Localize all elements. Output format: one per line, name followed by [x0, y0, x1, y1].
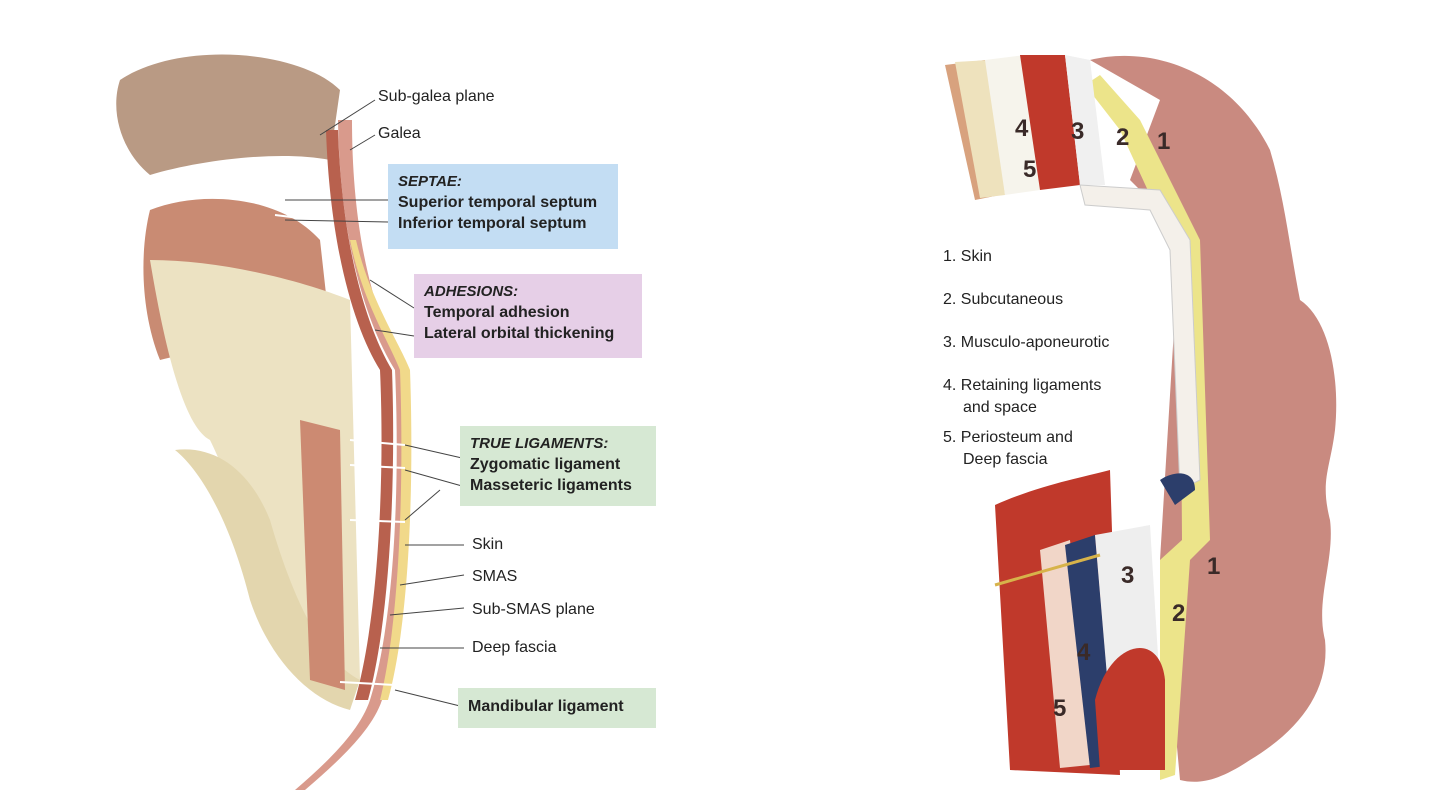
masseter-muscle	[300, 420, 345, 690]
legend-item: 1. Skin	[943, 248, 992, 265]
layers-legend: 1. Skin 2. Subcutaneous 3. Musculo-apone…	[943, 246, 1109, 471]
adhesions-item: Temporal adhesion	[424, 304, 570, 321]
legend-item-continuation: Deep fascia	[963, 451, 1048, 468]
legend-item: 5. Periosteum and	[943, 429, 1073, 446]
adhesions-box: ADHESIONS: Temporal adhesion Lateral orb…	[414, 274, 642, 358]
smas-layer	[326, 130, 394, 700]
septae-heading: SEPTAE:	[398, 173, 462, 190]
adhesions-heading: ADHESIONS:	[424, 283, 519, 300]
legend-item-continuation: and space	[963, 399, 1037, 416]
true-ligaments-box: TRUE LIGAMENTS: Zygomatic ligament Masse…	[460, 426, 656, 506]
layer-number-4-bottom: 4	[1077, 639, 1091, 666]
layer-number-2-bottom: 2	[1172, 600, 1186, 627]
top-block-periosteum	[945, 60, 1000, 200]
septae-item: Superior temporal septum	[398, 194, 598, 211]
layer-number-3-top: 3	[1071, 118, 1085, 145]
layer-number-2-top: 2	[1116, 124, 1130, 151]
septae-item: Inferior temporal septum	[398, 215, 587, 232]
label-sub-smas-plane: Sub-SMAS plane	[472, 601, 595, 618]
bottom-block-muscle	[995, 470, 1120, 775]
layer-number-5-top: 5	[1023, 156, 1037, 183]
label-sub-galea-plane: Sub-galea plane	[378, 88, 495, 105]
top-block-fascia	[955, 60, 1005, 198]
left-anatomy-illustration	[116, 54, 465, 790]
leader-lines	[284, 99, 465, 707]
label-deep-fascia: Deep fascia	[472, 639, 557, 656]
mandibular-ligament-box: Mandibular ligament	[458, 688, 656, 728]
fat-layer	[350, 240, 412, 700]
layer-number-3-bottom: 3	[1121, 562, 1135, 589]
true-ligaments-item: Zygomatic ligament	[470, 456, 621, 473]
true-ligaments-heading: TRUE LIGAMENTS:	[470, 435, 609, 452]
bottom-block-muscle-oval	[1095, 647, 1165, 770]
layer-number-1-top: 1	[1157, 128, 1171, 155]
legend-item: 4. Retaining ligaments	[943, 377, 1102, 394]
mandibular-ligament-label: Mandibular ligament	[468, 698, 624, 715]
label-smas: SMAS	[472, 568, 518, 585]
label-galea: Galea	[378, 125, 421, 142]
septae-box: SEPTAE: Superior temporal septum Inferio…	[388, 164, 618, 249]
legend-item: 2. Subcutaneous	[943, 291, 1064, 308]
layer-number-5-bottom: 5	[1053, 695, 1067, 722]
probe-rod	[994, 553, 1101, 587]
layer-number-4-top: 4	[1015, 115, 1029, 142]
navy-fold	[1160, 473, 1195, 505]
layer-number-1-bottom: 1	[1207, 553, 1221, 580]
legend-item: 3. Musculo-aponeurotic	[943, 334, 1110, 351]
face-profile	[1090, 55, 1337, 782]
hair-shape	[116, 54, 340, 175]
adhesions-item: Lateral orbital thickening	[424, 325, 615, 342]
true-ligaments-item: Masseteric ligaments	[470, 477, 632, 494]
label-skin: Skin	[472, 536, 504, 553]
